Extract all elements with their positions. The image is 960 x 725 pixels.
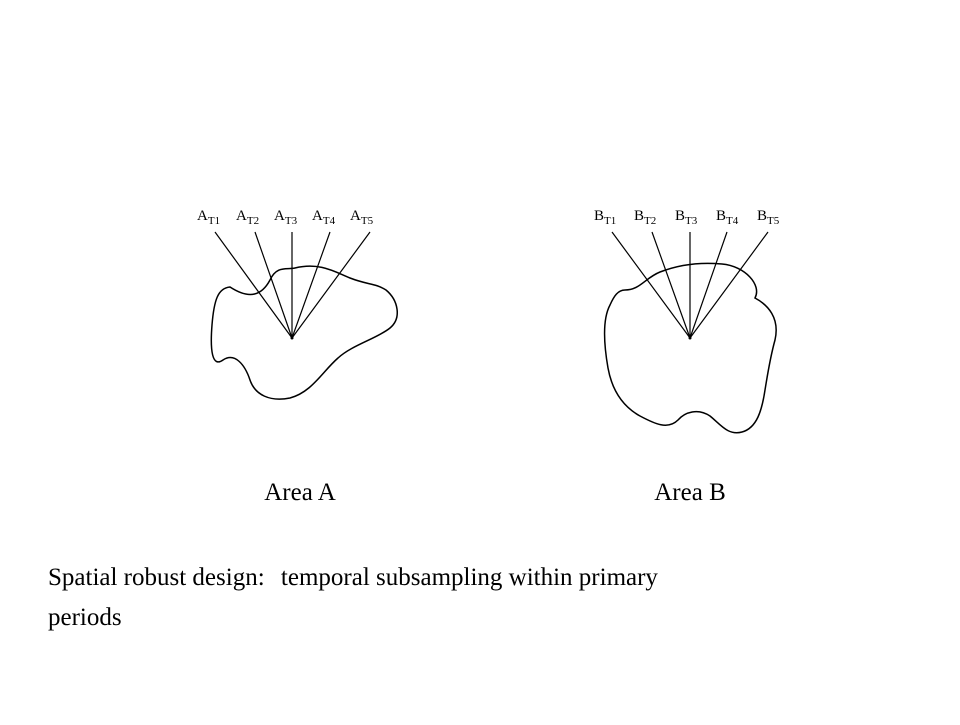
area-b-ray-4	[689, 231, 728, 339]
area-a-name: Area A	[264, 479, 336, 506]
area-b-label-3: BT3	[675, 208, 698, 227]
caption-part-4: periods	[48, 604, 122, 631]
area-b-ray-1	[611, 231, 691, 339]
caption-part-3: within primary	[508, 564, 658, 591]
area-a-ray-4	[291, 231, 331, 339]
area-a-label-1: AT1	[197, 208, 220, 227]
area-b-label-1: BT1	[594, 208, 616, 227]
area-b-label-4: BT4	[716, 208, 739, 227]
area-a-diagram: AT1 AT2 AT3 AT4 AT5 Area A	[197, 208, 398, 506]
area-a-label-2: AT2	[236, 208, 259, 227]
area-a-label-3: AT3	[274, 208, 298, 227]
area-b-ray-2	[651, 231, 691, 339]
area-a-label-5: AT5	[350, 208, 374, 227]
area-b-label-5: BT5	[757, 208, 780, 227]
area-a-origin-point	[290, 336, 294, 340]
area-b-outline	[603, 262, 777, 434]
area-b-label-2: BT2	[634, 208, 656, 227]
slide-caption: Spatial robust design: temporal subsampl…	[48, 558, 888, 638]
caption-part-2: temporal subsampling	[280, 564, 503, 591]
area-a-ray-1	[214, 231, 293, 339]
area-b-ray-5	[689, 231, 769, 339]
area-b-name: Area B	[654, 479, 726, 506]
area-a-outline	[210, 265, 398, 400]
area-a-ray-5	[291, 231, 371, 339]
area-b-origin-point	[688, 336, 692, 340]
area-b-diagram: BT1 BT2 BT3 BT4 BT5 Area B	[594, 208, 780, 506]
area-a-ray-2	[254, 231, 293, 339]
area-a-label-4: AT4	[312, 208, 336, 227]
caption-part-1: Spatial robust design:	[48, 564, 265, 591]
